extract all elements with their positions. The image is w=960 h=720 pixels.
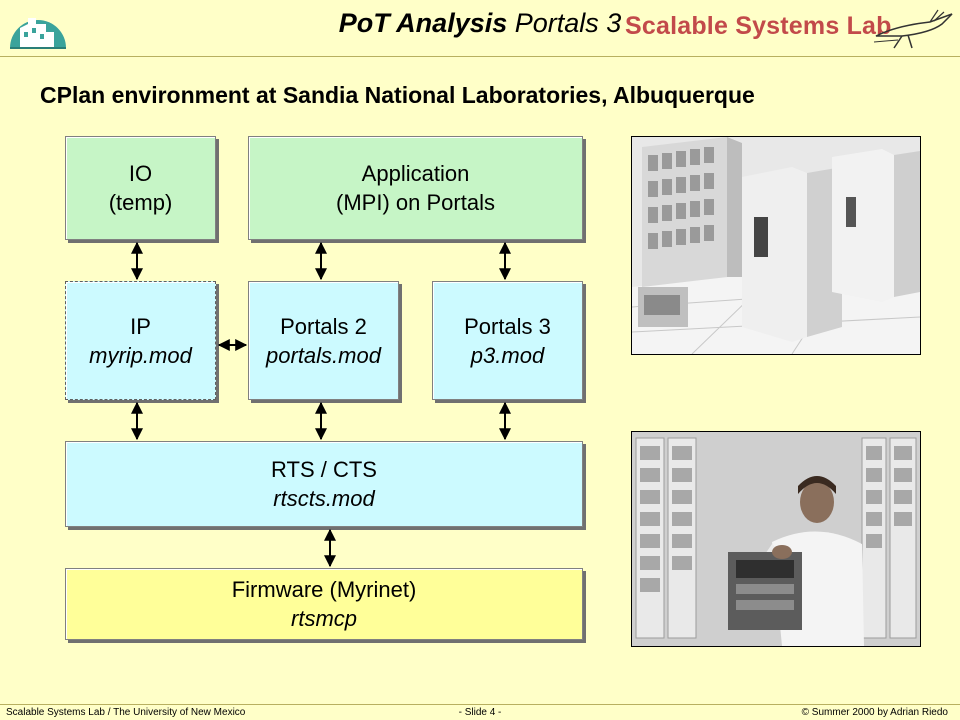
server-room-image [632, 137, 920, 354]
portals3-module: p3.mod [470, 342, 545, 368]
firmware-box: Firmware (Myrinet) rtsmcp [65, 568, 583, 640]
portals2-label: Portals 2 [280, 313, 367, 339]
rtscts-label: RTS / CTS [271, 457, 377, 482]
rtscts-module: rtscts.mod [273, 486, 375, 511]
io-box: IO (temp) [65, 136, 216, 240]
slide-title: PoT Analysis Portals 3 [0, 8, 960, 39]
title-light: Portals 3 [507, 8, 622, 38]
application-label: Application [361, 161, 470, 186]
unm-logo-icon [10, 18, 66, 49]
io-label: IO [128, 161, 153, 186]
lab-logo-text: Scalable Systems Lab [625, 12, 892, 40]
firmware-label: Firmware (Myrinet) [231, 577, 417, 602]
ip-module: myrip.mod [89, 342, 192, 368]
portals3-label: Portals 3 [464, 313, 551, 339]
application-sublabel: (MPI) on Portals [336, 190, 495, 215]
footer-slide-number: - Slide 4 - [458, 707, 502, 718]
header-rule [0, 56, 960, 57]
io-sublabel: (temp) [108, 190, 173, 215]
rtscts-box: RTS / CTS rtscts.mod [65, 441, 583, 527]
firmware-module: rtsmcp [291, 606, 357, 631]
portals2-module: portals.mod [266, 342, 381, 368]
portals3-box: Portals 3 p3.mod [432, 281, 583, 400]
portals2-box: Portals 2 portals.mod [248, 281, 399, 400]
title-strong: PoT Analysis [338, 8, 508, 38]
application-box: Application (MPI) on Portals [248, 136, 583, 240]
slide-subtitle: CPlan environment at Sandia National Lab… [40, 82, 755, 108]
footer-copyright: © Summer 2000 by Adrian Riedo [801, 707, 948, 718]
footer-left: Scalable Systems Lab / The University of… [6, 707, 246, 718]
ip-label: IP [130, 313, 151, 339]
footer-rule [0, 704, 960, 705]
server-room-photo [631, 136, 921, 355]
roadrunner-logo-icon [873, 9, 953, 49]
technician-photo [631, 431, 921, 647]
technician-image [632, 432, 920, 646]
ip-box: IP myrip.mod [65, 281, 216, 400]
